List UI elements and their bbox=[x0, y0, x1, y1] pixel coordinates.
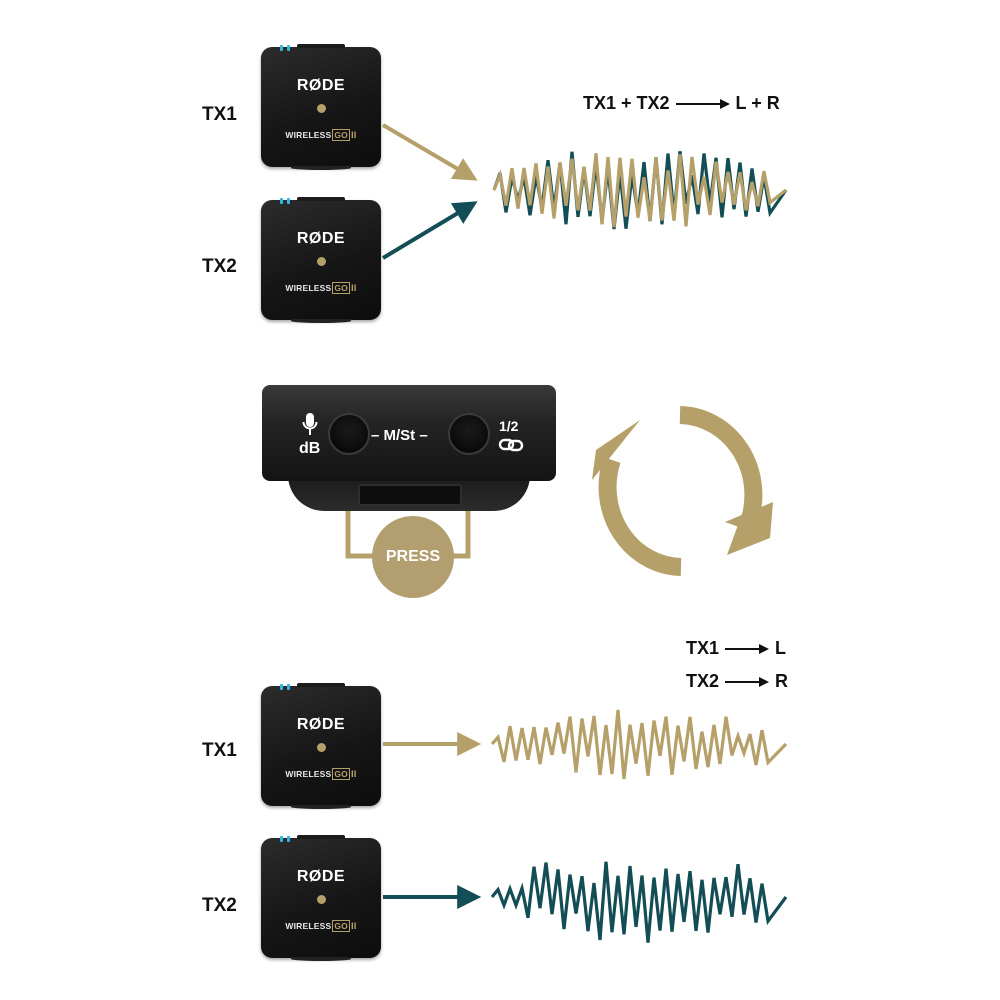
tx1-merge-arrow bbox=[381, 123, 478, 181]
mode-label: – M/St – bbox=[371, 427, 428, 444]
tx1-wave-trace bbox=[492, 153, 787, 228]
device-base bbox=[291, 805, 351, 809]
route-tx2-to-r: TX2 R bbox=[686, 671, 788, 692]
status-led bbox=[280, 684, 283, 690]
device-base bbox=[291, 957, 351, 961]
tx2-wave-trace bbox=[490, 861, 788, 943]
status-led bbox=[280, 198, 283, 204]
brand-logo: RØDE bbox=[296, 77, 346, 94]
route-tx1-to-l: TX1 L bbox=[686, 638, 786, 659]
tx1-label: TX1 bbox=[202, 740, 237, 761]
merge-equation: TX1 + TX2 L + R bbox=[583, 93, 780, 114]
brand-logo: RØDE bbox=[296, 230, 346, 247]
status-led bbox=[287, 45, 290, 51]
right-arrow-icon bbox=[725, 643, 770, 654]
tx1-wave-trace bbox=[490, 709, 788, 780]
right-channel-waveform bbox=[490, 861, 788, 943]
left-channel-waveform bbox=[490, 709, 788, 780]
link-label: 1/2 bbox=[499, 418, 519, 434]
tx2-label: TX2 bbox=[202, 256, 237, 277]
route-source: TX2 bbox=[686, 671, 720, 691]
link-icon bbox=[498, 438, 524, 452]
device-base bbox=[291, 166, 351, 170]
combined-waveform bbox=[492, 151, 788, 230]
right-arrow-icon bbox=[725, 676, 770, 687]
equation-inputs: TX1 + TX2 bbox=[583, 93, 670, 113]
device-clip bbox=[297, 835, 345, 839]
mic-grille bbox=[317, 104, 326, 113]
mic-grille bbox=[317, 257, 326, 266]
cycle-arrows-icon bbox=[592, 406, 773, 576]
usb-port bbox=[358, 484, 462, 506]
route-target: L bbox=[775, 638, 787, 658]
status-led bbox=[287, 836, 290, 842]
route-target: R bbox=[775, 671, 789, 691]
press-badge: PRESS bbox=[372, 516, 454, 598]
microphone-icon bbox=[302, 413, 318, 435]
brand-logo: RØDE bbox=[296, 716, 346, 733]
gain-button[interactable] bbox=[328, 413, 370, 455]
right-arrow-icon bbox=[675, 98, 730, 109]
mic-grille bbox=[317, 743, 326, 752]
device-clip bbox=[297, 44, 345, 48]
equation-output: L + R bbox=[735, 93, 780, 113]
mic-grille bbox=[317, 895, 326, 904]
device-clip bbox=[297, 197, 345, 201]
db-label: dB bbox=[299, 440, 321, 457]
mode-button[interactable] bbox=[448, 413, 490, 455]
status-led bbox=[280, 836, 283, 842]
tx1-label: TX1 bbox=[202, 104, 237, 125]
device-clip bbox=[297, 683, 345, 687]
tx2-merge-arrow bbox=[381, 201, 478, 260]
tx2-label: TX2 bbox=[202, 895, 237, 916]
status-led bbox=[287, 684, 290, 690]
status-led bbox=[280, 45, 283, 51]
status-led bbox=[287, 198, 290, 204]
route-source: TX1 bbox=[686, 638, 720, 658]
device-base bbox=[291, 319, 351, 323]
brand-logo: RØDE bbox=[296, 868, 346, 885]
